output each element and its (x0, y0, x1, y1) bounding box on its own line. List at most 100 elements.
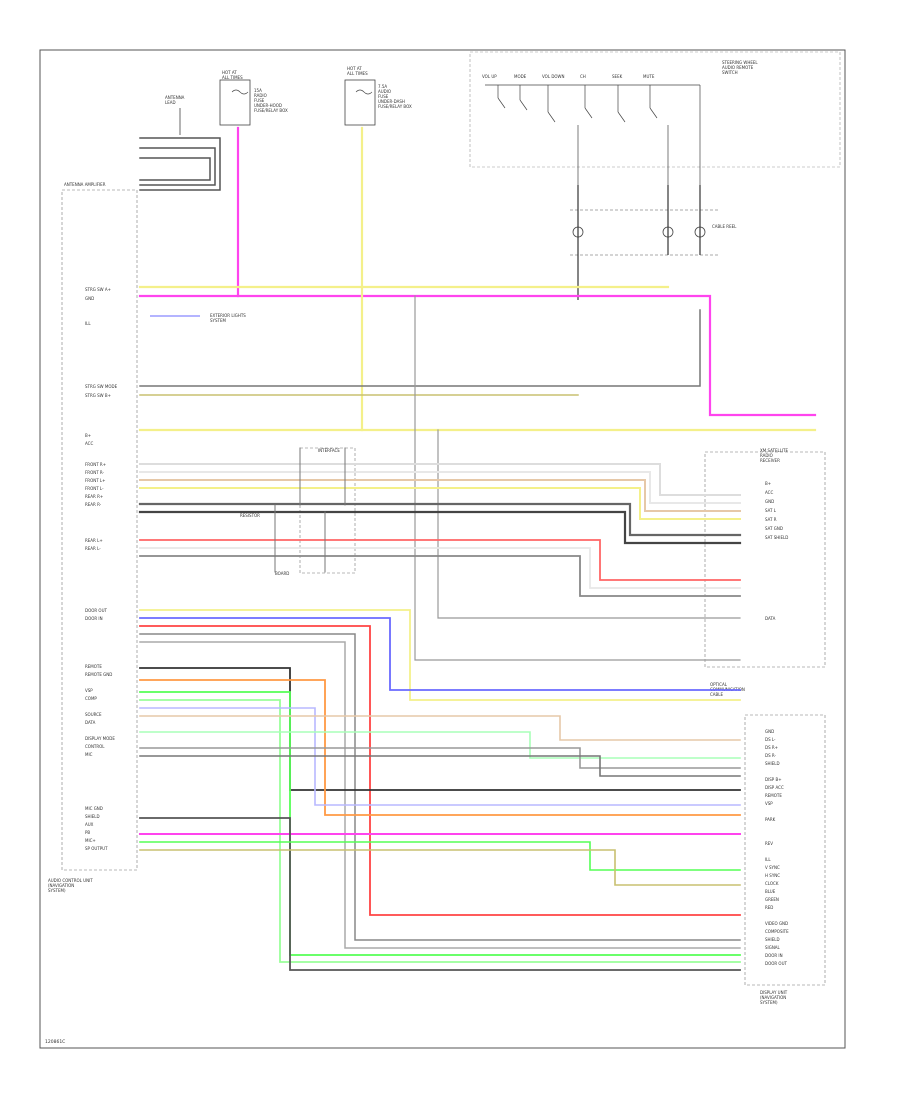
left-pin: AUX (85, 822, 94, 827)
right-pin-lower: SHIELD (765, 761, 780, 766)
left-pin: MIC (85, 752, 93, 757)
wire-lower-gray3 (139, 747, 741, 769)
right-pin-lower: CLOCK (765, 881, 779, 886)
left-pin: FRONT L+ (85, 478, 106, 483)
right-pin-lower: REV (765, 841, 773, 846)
right-pin-lower: BLUE (765, 889, 776, 894)
left-pin: REAR L+ (85, 538, 103, 543)
right-pin-lower: DISP ACC (765, 785, 784, 790)
audio-unit-line-0: AUDIO CONTROL UNIT (48, 878, 93, 883)
left-pin: FRONT R+ (85, 462, 106, 467)
wire-spk-5 (138, 502, 742, 537)
right-pin-lower: RED (765, 905, 773, 910)
right-pin-upper: GND (765, 499, 774, 504)
left-pin: DATA (85, 720, 96, 725)
wire-spk-6 (138, 510, 742, 545)
right-pin-lower: DS R- (765, 753, 777, 758)
right-pin-upper: ACC (765, 490, 773, 495)
fuse-right-line-6: FUSE/RELAY BOX (378, 104, 412, 109)
left-pin: MIC GND (85, 806, 103, 811)
right-pin-upper: B+ (765, 481, 771, 486)
wire-steering-mode (139, 309, 701, 387)
resistor-line-1: RESISTOR (240, 513, 260, 518)
left-pin: SHIELD (85, 814, 100, 819)
fuse-left-line-1: ALL TIMES (222, 75, 243, 80)
left-pin: CONTROL (85, 744, 105, 749)
wire-lower-gray5 (139, 817, 741, 971)
wire-antenna (139, 137, 221, 191)
right-pin-labels-lower: GND DS L- DS R+ DS R- SHIELD DISP B+ DIS… (765, 729, 789, 966)
wire-lower-blue (139, 617, 741, 691)
wire-ground-long (414, 295, 741, 661)
left-pin: REAR R- (85, 502, 102, 507)
left-pin: DISPLAY MODE (85, 736, 115, 741)
wire-lower-gray4 (139, 755, 741, 777)
right-pin-lower: GND (765, 729, 774, 734)
wire-spk-1 (139, 463, 741, 496)
wire-lower-black (139, 667, 741, 791)
steering-switch-line-2: SWITCH (722, 70, 738, 75)
left-pin: REAR L- (85, 546, 101, 551)
right-pin-lower: REMOTE (765, 793, 782, 798)
wire-lower-tan2 (139, 849, 741, 886)
display-unit-line-0: DISPLAY UNIT (760, 990, 788, 995)
fuse-right-line-4: FUSE (378, 94, 389, 99)
left-pin: REMOTE (85, 664, 102, 669)
wire-lower-lgreen (139, 699, 741, 963)
right-pin-lower: SHIELD (765, 937, 780, 942)
fuse-right-line-5: UNDER-DASH (378, 99, 405, 104)
left-pin: FRONT L- (85, 486, 104, 491)
right-pin-lower: V SYNC (765, 865, 780, 870)
left-pin: B+ (85, 433, 91, 438)
optical-line-2: CABLE (710, 692, 724, 697)
interface-resistor-board: INTERFACE RESISTOR BOARD (240, 447, 356, 576)
wire-spk-2 (139, 471, 741, 504)
left-pin: STRG SW MODE (85, 384, 118, 389)
footer-code: 120861C (45, 1039, 65, 1045)
right-pin-upper: SAT L (765, 508, 777, 513)
left-pin: FRONT R- (85, 470, 105, 475)
right-pin-lower: DOOR IN (765, 953, 783, 958)
left-pin: ILL (85, 321, 91, 326)
left-pin: MIC+ (85, 838, 96, 843)
display-unit: DISPLAY UNIT (NAVIGATION SYSTEM) (744, 714, 826, 1005)
ext-lights-line-0: EXTERIOR LIGHTS (210, 313, 246, 318)
display-unit-line-1: (NAVIGATION (760, 995, 786, 1000)
right-pin-lower: DS L- (765, 737, 776, 742)
fuse-left-line-4: FUSE (254, 98, 265, 103)
antenna-lead-line-1: LEAD (165, 100, 176, 105)
fuse-right-line-1: ALL TIMES (347, 71, 368, 76)
wire-sat-data (437, 429, 741, 619)
wire-spk-3 (139, 479, 741, 512)
left-pin: STRG SW A+ (85, 287, 111, 292)
right-pin-upper: SAT SHIELD (765, 535, 788, 540)
cable-reel-label: CABLE REEL (712, 224, 737, 229)
fuse-block-right: HOT AT ALL TIMES 7.5A AUDIO FUSE UNDER-D… (344, 66, 412, 126)
audio-unit-line-2: SYSTEM) (48, 888, 66, 893)
left-pin: REAR R+ (85, 494, 103, 499)
audio-unit-line-1: (NAVIGATION (48, 883, 74, 888)
display-unit-line-2: SYSTEM) (760, 1000, 778, 1005)
exterior-lights: EXTERIOR LIGHTS SYSTEM (150, 313, 246, 323)
right-pin-upper: DATA (765, 616, 776, 621)
wire-lower-gray2 (139, 641, 741, 949)
left-pin: REMOTE GND (85, 672, 112, 677)
fuse-left-line-5: UNDER-HOOD (254, 103, 282, 108)
right-pin-labels-upper: B+ ACC GND SAT L SAT R SAT GND SAT SHIEL… (765, 481, 788, 621)
fuse-left-line-0: HOT AT (222, 70, 237, 75)
cable-reel: CABLE REEL (570, 185, 737, 300)
switch-label-vol-up: VOL UP (482, 74, 497, 79)
wire-lower-mint (139, 731, 741, 759)
left-pin: PB (85, 830, 90, 835)
left-pin: SP OUTPUT (85, 846, 108, 851)
fuse-right-line-0: HOT AT (347, 66, 362, 71)
wire-lower-tan (139, 715, 741, 741)
right-pin-upper: SAT GND (765, 526, 783, 531)
satellite-line-2: RECEIVER (760, 458, 780, 463)
right-pin-lower: VIDEO GND (765, 921, 788, 926)
antenna-lead: ANTENNA LEAD (165, 95, 185, 135)
diagram-border (39, 49, 846, 1049)
right-pin-upper: SAT R (765, 517, 777, 522)
left-pin: ACC (85, 441, 93, 446)
